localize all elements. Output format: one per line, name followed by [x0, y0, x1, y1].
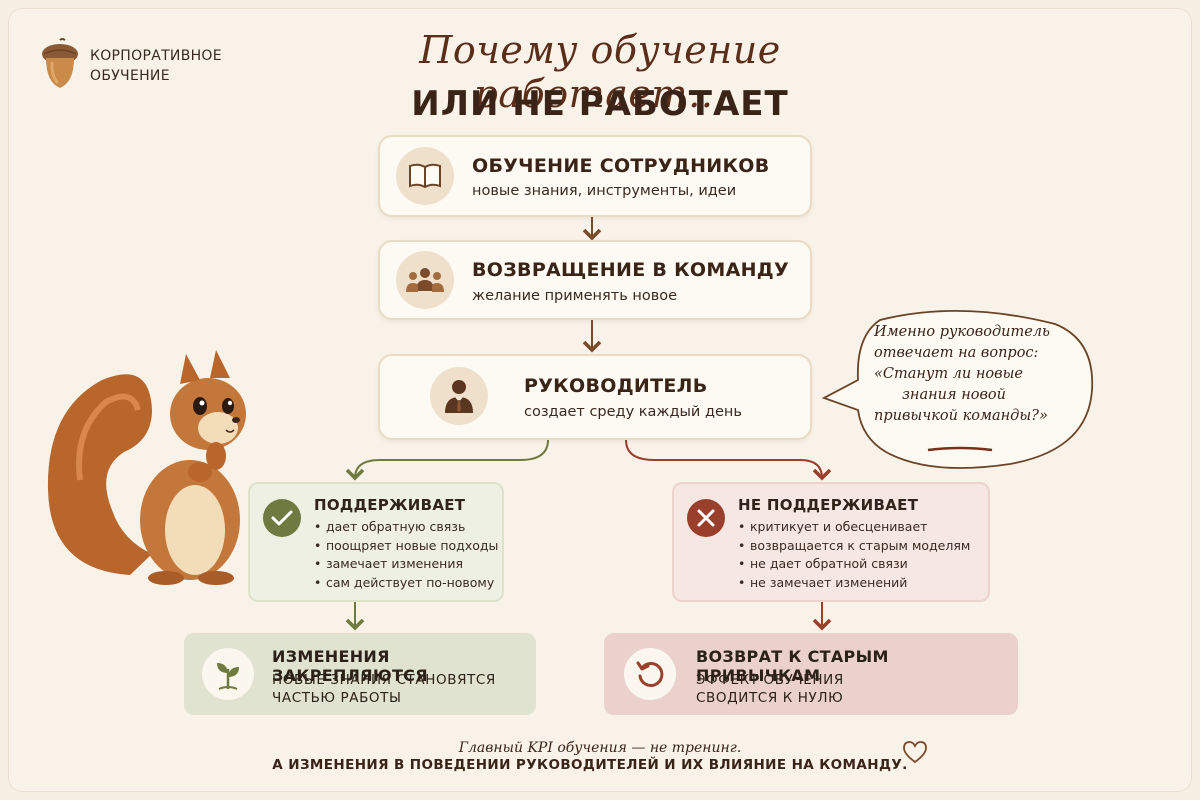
result-line: ЧАСТЬЮ РАБОТЫ [272, 690, 402, 706]
step-training: ОБУЧЕНИЕ СОТРУДНИКОВ новые знания, инстр… [378, 135, 812, 217]
step-icon-circle [430, 367, 488, 425]
result-line: СВОДИТСЯ К НУЛЮ [696, 690, 844, 706]
logo-line1: КОРПОРАТИВНОЕ [90, 48, 222, 64]
sprout-icon [217, 663, 239, 690]
supports-box: ПОДДЕРЖИВАЕТ дает обратную связь поощряе… [248, 482, 504, 602]
cross-icon [687, 499, 725, 537]
step-icon-circle [396, 147, 454, 205]
step-title: ОБУЧЕНИЕ СОТРУДНИКОВ [472, 155, 770, 177]
step-icon-circle [396, 251, 454, 309]
step-return: ВОЗВРАЩЕНИЕ В КОМАНДУ желание применять … [378, 240, 812, 320]
not-supports-box: НЕ ПОДДЕРЖИВАЕТ критикует и обесценивает… [672, 482, 990, 602]
check-icon [263, 499, 301, 537]
list-item: сам действует по-новому [314, 574, 498, 593]
not-supports-title: НЕ ПОДДЕРЖИВАЕТ [738, 496, 919, 514]
bubble-line: отвечает на вопрос: [874, 345, 1039, 361]
undo-icon [636, 661, 664, 687]
not-supports-list: критикует и обесценивает возвращается к … [738, 518, 970, 592]
page-title: ИЛИ НЕ РАБОТАЕТ [411, 84, 789, 124]
bubble-line: Именно руководитель [874, 324, 1050, 340]
bubble-line: «Станут ли новые [874, 366, 1023, 382]
step-subtitle: создает среду каждый день [524, 404, 742, 420]
result-text: НОВЫЕ ЗНАНИЯ СТАНОВЯТСЯ ЧАСТЬЮ РАБОТЫ [272, 671, 496, 707]
footer-conclusion: А ИЗМЕНЕНИЯ В ПОВЕДЕНИИ РУКОВОДИТЕЛЕЙ И … [272, 757, 908, 773]
result-old-habits: ВОЗВРАТ К СТАРЫМ ПРИВЫЧКАМ ЭФФЕКТ ОБУЧЕН… [604, 633, 1018, 715]
result-icon-circle [202, 648, 254, 700]
result-line: НОВЫЕ ЗНАНИЯ СТАНОВЯТСЯ [272, 672, 496, 688]
step-manager: РУКОВОДИТЕЛЬ создает среду каждый день [378, 354, 812, 440]
heart-icon [903, 741, 927, 764]
title-script: Почему обучение работает… [419, 28, 781, 116]
step-title: РУКОВОДИТЕЛЬ [524, 375, 708, 397]
step-title: ВОЗВРАЩЕНИЕ В КОМАНДУ [472, 259, 789, 281]
result-line: ЭФФЕКТ ОБУЧЕНИЯ [696, 672, 844, 688]
list-item: не дает обратной связи [738, 555, 970, 574]
squirrel-illustration [47, 350, 246, 585]
logo: КОРПОРАТИВНОЕ ОБУЧЕНИЕ [38, 36, 258, 96]
book-icon [409, 163, 441, 189]
bubble-line: привычкой команды?» [874, 408, 1048, 424]
list-item: не замечает изменений [738, 574, 970, 593]
step-subtitle: желание применять новое [472, 288, 678, 304]
result-changes-fixed: ИЗМЕНЕНИЯ ЗАКРЕПЛЯЮТСЯ НОВЫЕ ЗНАНИЯ СТАН… [184, 633, 536, 715]
list-item: замечает изменения [314, 555, 498, 574]
result-title: ИЗМЕНЕНИЯ ЗАКРЕПЛЯЮТСЯ [272, 647, 428, 685]
bubble-line: знания новой [902, 387, 1006, 403]
speech-bubble [821, 310, 1094, 469]
acorn-icon [42, 38, 78, 88]
result-icon-circle [624, 648, 676, 700]
step-subtitle: новые знания, инструменты, идеи [472, 183, 737, 199]
logo-line2: ОБУЧЕНИЕ [90, 68, 170, 84]
manager-icon [445, 380, 473, 413]
footer-note: Главный KPI обучения — не тренинг. [458, 740, 742, 756]
list-item: дает обратную связь [314, 518, 498, 537]
result-title: ВОЗВРАТ К СТАРЫМ ПРИВЫЧКАМ [696, 647, 889, 685]
team-icon [406, 268, 444, 292]
supports-title: ПОДДЕРЖИВАЕТ [314, 496, 466, 514]
supports-list: дает обратную связь поощряет новые подхо… [314, 518, 498, 592]
bubble-text: Именно руководитель отвечает на вопрос: … [874, 322, 1074, 427]
list-item: возвращается к старым моделям [738, 537, 970, 556]
list-item: поощряет новые подходы [314, 537, 498, 556]
result-text: ЭФФЕКТ ОБУЧЕНИЯ СВОДИТСЯ К НУЛЮ [696, 671, 844, 707]
list-item: критикует и обесценивает [738, 518, 970, 537]
